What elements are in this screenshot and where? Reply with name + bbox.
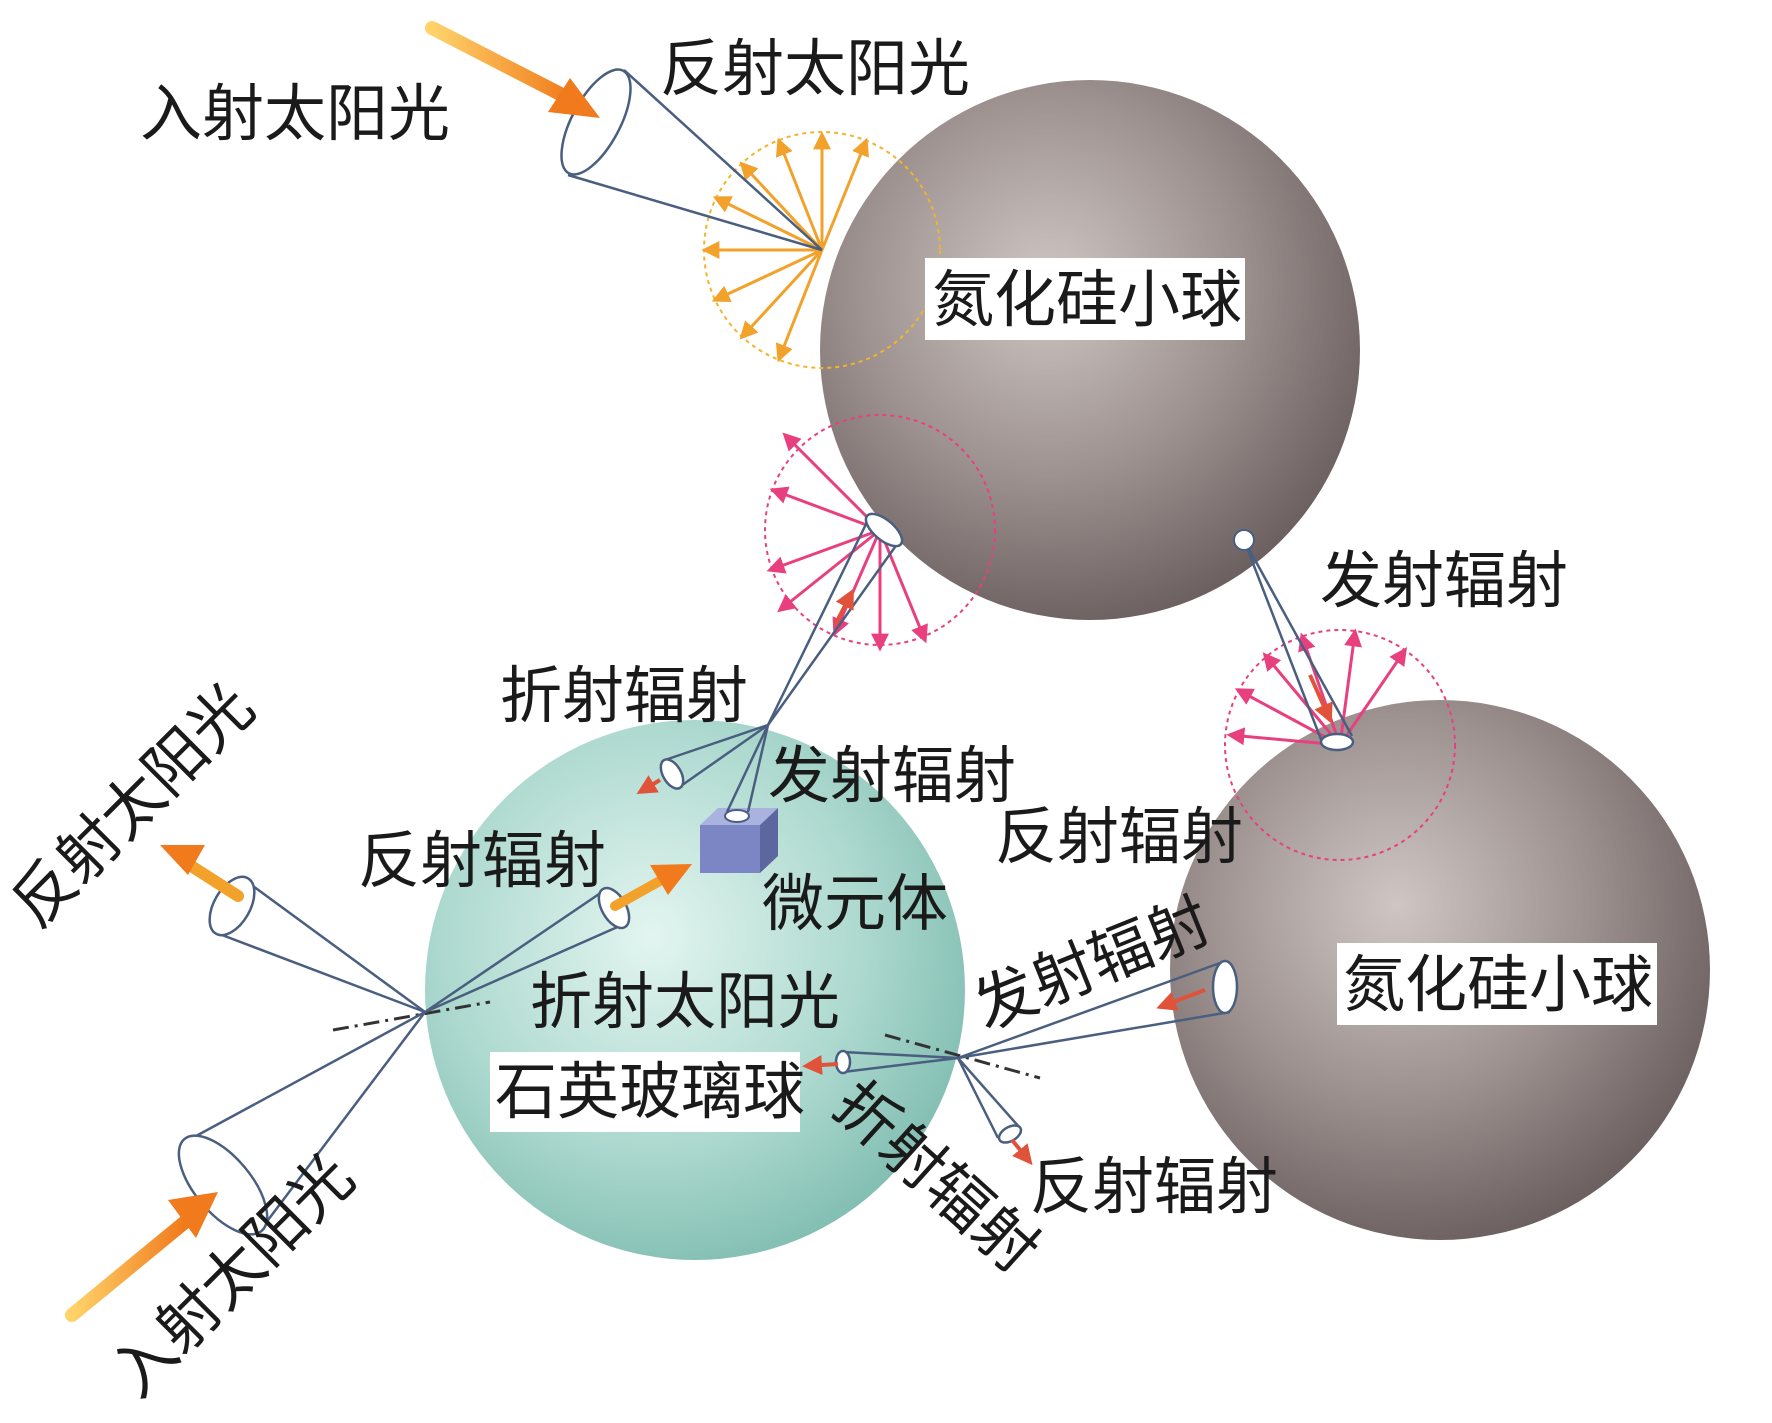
arrow-icon (425, 21, 600, 118)
label-refracted-sun: 折射太阳光 (530, 965, 840, 1038)
label-reflected-radiation-lower: 反射辐射 (1030, 1150, 1278, 1223)
label-quartz-ball: 石英玻璃球 (495, 1055, 805, 1128)
label-nitride-ball-right: 氮化硅小球 (1343, 948, 1653, 1021)
nitride-sphere-top (820, 80, 1360, 620)
surface-normal-right (884, 1033, 1041, 1080)
label-reflected-radiation-left: 反射辐射 (358, 824, 606, 897)
label-box-quartz (490, 1052, 800, 1132)
surface-normal-left (332, 1000, 491, 1032)
arrow-icon (610, 864, 692, 911)
emission-arrow-small (802, 1055, 839, 1075)
cone-icon (560, 68, 823, 252)
arrow-icon (160, 845, 244, 902)
label-micro-element: 微元体 (762, 867, 948, 940)
emission-arrow-small (1010, 1138, 1033, 1166)
emission-arrow-small (1308, 674, 1333, 724)
emission-fan-top (764, 414, 996, 652)
cone-icon (957, 959, 1239, 1060)
label-refracted-radiation-mid: 折射辐射 (500, 659, 748, 732)
cone-icon (1233, 529, 1355, 752)
emission-arrow-small (636, 775, 662, 795)
cone-icon (834, 1049, 959, 1075)
label-nitride-ball-top: 氮化硅小球 (932, 263, 1242, 336)
emission-arrow-small (1156, 988, 1206, 1011)
arrow-icon (65, 1192, 218, 1322)
label-incident-sun-top: 入射太阳光 (140, 77, 450, 150)
cone-icon (659, 723, 769, 790)
label-reflected-radiation-mid: 反射辐射 (995, 800, 1243, 873)
cone-icon (956, 1057, 1023, 1144)
reflected-sun-fan-top (701, 131, 941, 369)
emission-fan-right (1224, 628, 1456, 861)
label-box-nitride-right (1337, 943, 1657, 1025)
label-emitted-radiation-mid: 发射辐射 (768, 739, 1016, 812)
cube-icon (700, 808, 778, 873)
emission-arrow-small (833, 588, 854, 626)
label-emitted-radiation-right: 发射辐射 (1320, 544, 1568, 617)
cone-icon (766, 512, 904, 726)
label-box-nitride-top (925, 258, 1245, 340)
label-reflected-sun-top: 反射太阳光 (660, 32, 970, 105)
cone-icon (725, 724, 770, 813)
